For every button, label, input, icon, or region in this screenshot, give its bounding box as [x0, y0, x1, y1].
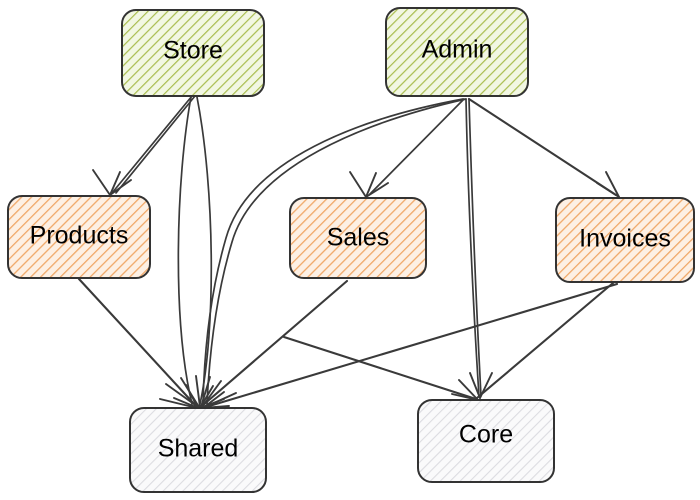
node-products-label: Products [30, 222, 129, 250]
node-layer: Store Admin Products Sales Invoices Shar [7, 7, 695, 493]
edge-products-shared [77, 277, 199, 409]
edge-admin-sales [349, 98, 465, 198]
node-store-box[interactable] [121, 9, 265, 97]
node-sales-label: Sales [327, 224, 390, 252]
node-products[interactable]: Products [7, 195, 151, 279]
node-invoices-label: Invoices [579, 225, 671, 253]
edge-invoices-core [282, 281, 615, 401]
edge-store-shared-b [196, 96, 213, 405]
edge-sales-shared [199, 279, 349, 409]
edge-store-products [92, 95, 196, 196]
edge-admin-invoices [467, 97, 620, 198]
node-invoices[interactable]: Invoices [555, 197, 695, 283]
node-invoices-box[interactable] [555, 197, 695, 283]
node-core-box[interactable] [417, 399, 555, 483]
node-shared-label: Shared [158, 435, 239, 463]
node-sales-box[interactable] [289, 197, 427, 279]
node-admin-box[interactable] [385, 7, 529, 97]
node-store[interactable]: Store [121, 9, 265, 97]
node-sales[interactable]: Sales [289, 197, 427, 279]
edge-admin-shared [202, 98, 467, 405]
edge-invoices-shared [202, 282, 619, 409]
node-core-label: Core [459, 421, 513, 449]
edge-admin-core [465, 98, 493, 399]
node-admin-label: Admin [422, 36, 493, 64]
node-store-label: Store [163, 37, 223, 65]
node-shared[interactable]: Shared [129, 407, 267, 493]
node-shared-box[interactable] [129, 407, 267, 493]
shared-arrow-cluster [159, 375, 237, 409]
edge-layer [77, 95, 620, 409]
node-admin[interactable]: Admin [385, 7, 529, 97]
node-core[interactable]: Core [417, 399, 555, 483]
edge-store-shared-a [177, 96, 193, 405]
node-products-box[interactable] [7, 195, 151, 279]
